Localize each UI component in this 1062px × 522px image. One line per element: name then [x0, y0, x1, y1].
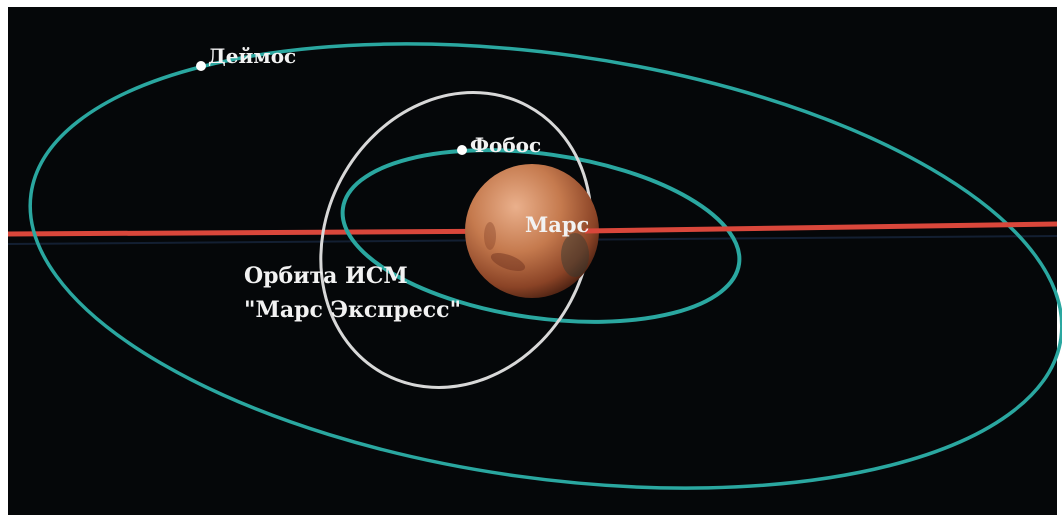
mars-planet: [465, 164, 599, 298]
orbit-label-line1: Орбита ИСМ: [244, 263, 408, 289]
mars-express-orbit: [319, 91, 593, 389]
equator-line-right: [584, 221, 1058, 234]
phobos-label: Фобос: [470, 133, 541, 157]
phobos-dot-icon: [457, 145, 467, 155]
deimos-dot-icon: [196, 61, 206, 71]
deimos-label: Деймос: [208, 44, 296, 68]
phobos-orbit: [340, 148, 742, 324]
equator-line-left: [7, 228, 531, 237]
mars-label: Марс: [525, 212, 589, 237]
orbit-label-line2: "Марс Экспресс": [244, 297, 461, 323]
